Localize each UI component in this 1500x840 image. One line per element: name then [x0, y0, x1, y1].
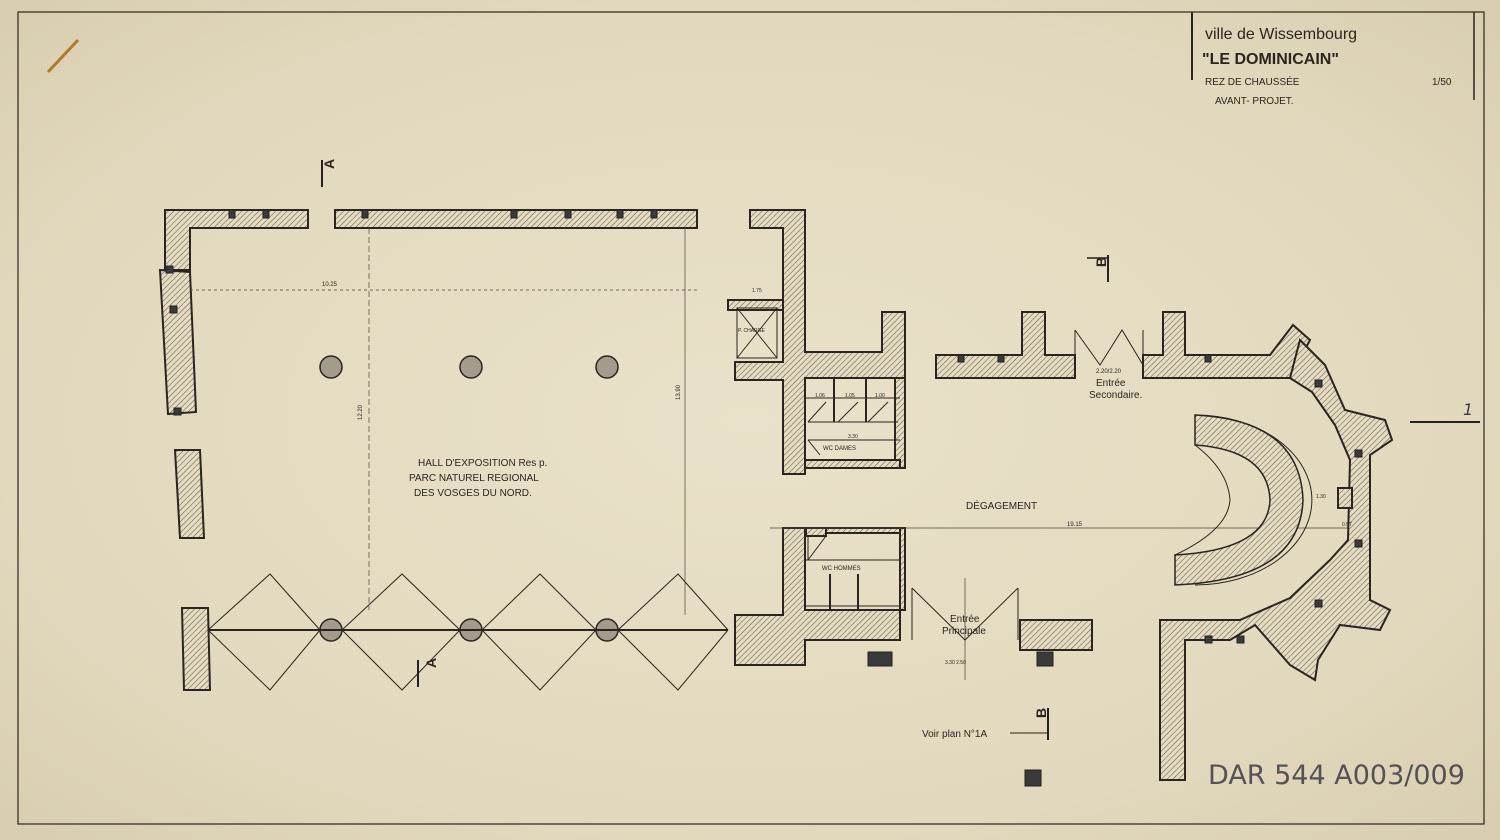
- spiral-staircase: [1174, 414, 1313, 586]
- north-walls-east: [935, 311, 1312, 379]
- goods-lift: [736, 307, 778, 359]
- svg-text:A: A: [423, 658, 439, 668]
- title-scale: 1/50: [1432, 77, 1452, 88]
- pier-block: [1036, 651, 1054, 667]
- pier-block-south: [1024, 769, 1042, 787]
- dim-stair-2: 0.57: [1342, 522, 1352, 528]
- title-phase: AVANT- PROJET.: [1215, 96, 1294, 107]
- svg-text:A: A: [321, 159, 337, 169]
- section-mark-a-bottom: A: [417, 658, 439, 687]
- core-walls: [727, 209, 906, 667]
- dim-hall-width: 10.25: [322, 282, 338, 288]
- section-mark-1: 1: [1463, 400, 1473, 419]
- dim-wc-total: 3.30: [848, 434, 858, 440]
- dim-hall-depth: 12.20: [358, 404, 364, 420]
- apse-walls: [1159, 338, 1394, 781]
- main-entrance-door: [911, 578, 1019, 680]
- corridor-label: DÉGAGEMENT: [966, 499, 1037, 512]
- archive-reference: DAR 544 A003/009: [1208, 760, 1465, 791]
- dim-wc-3: 1.00: [875, 393, 885, 399]
- dim-corridor: 19.15: [1067, 522, 1083, 528]
- entrance-wall-east: [1019, 619, 1093, 651]
- dim-main-entrance: 3.30 2.50: [945, 660, 966, 666]
- goods-lift-label: P. CHARGE: [738, 328, 766, 334]
- title-project: "LE DOMINICAIN": [1202, 51, 1339, 68]
- wc-dames-stalls: [805, 378, 900, 456]
- wc-hommes-stalls: [806, 535, 900, 610]
- wc-dames-label: WC DAMES: [823, 446, 856, 452]
- see-plan-note: Voir plan N°1A: [922, 729, 987, 740]
- dim-wc-1: 1.06: [815, 393, 825, 399]
- title-city: ville de Wissembourg: [1205, 26, 1357, 43]
- svg-text:B: B: [1093, 257, 1109, 267]
- section-mark-b-top: B: [1087, 255, 1109, 282]
- main-entrance-label-line2: Principale: [942, 626, 986, 637]
- dim-secondary-entrance: 2.20/2.20: [1096, 369, 1122, 375]
- title-level: REZ DE CHAUSSÉE: [1205, 75, 1300, 88]
- pin-icon: [46, 38, 80, 74]
- hall-label-line3: DES VOSGES DU NORD.: [414, 488, 532, 499]
- hall-dimensions: [190, 228, 697, 615]
- hall-facade-doors: [207, 573, 729, 691]
- hall-label-line2: PARC NATUREL REGIONAL: [409, 473, 539, 484]
- main-entrance-label: Entrée: [950, 614, 980, 625]
- dim-core-depth: 13.90: [676, 384, 682, 400]
- dim-lift-width: 1.75: [752, 288, 762, 294]
- section-mark-b-bottom: B: [1010, 708, 1049, 740]
- secondary-entrance-label: Entrée: [1096, 378, 1126, 389]
- dim-wc-2: 1.05: [845, 393, 855, 399]
- section-mark-a-top: A: [321, 159, 337, 187]
- dim-stair-1: 1.30: [1316, 494, 1326, 500]
- secondary-entrance-door: [1074, 329, 1144, 378]
- hall-label: HALL D'EXPOSITION Res p.: [418, 458, 547, 469]
- wc-hommes-label: WC HOMMES: [822, 566, 861, 572]
- secondary-entrance-label-line2: Secondaire.: [1089, 390, 1142, 401]
- hall-walls: [158, 209, 698, 691]
- svg-text:B: B: [1033, 708, 1049, 718]
- sheet-border: [17, 11, 1485, 825]
